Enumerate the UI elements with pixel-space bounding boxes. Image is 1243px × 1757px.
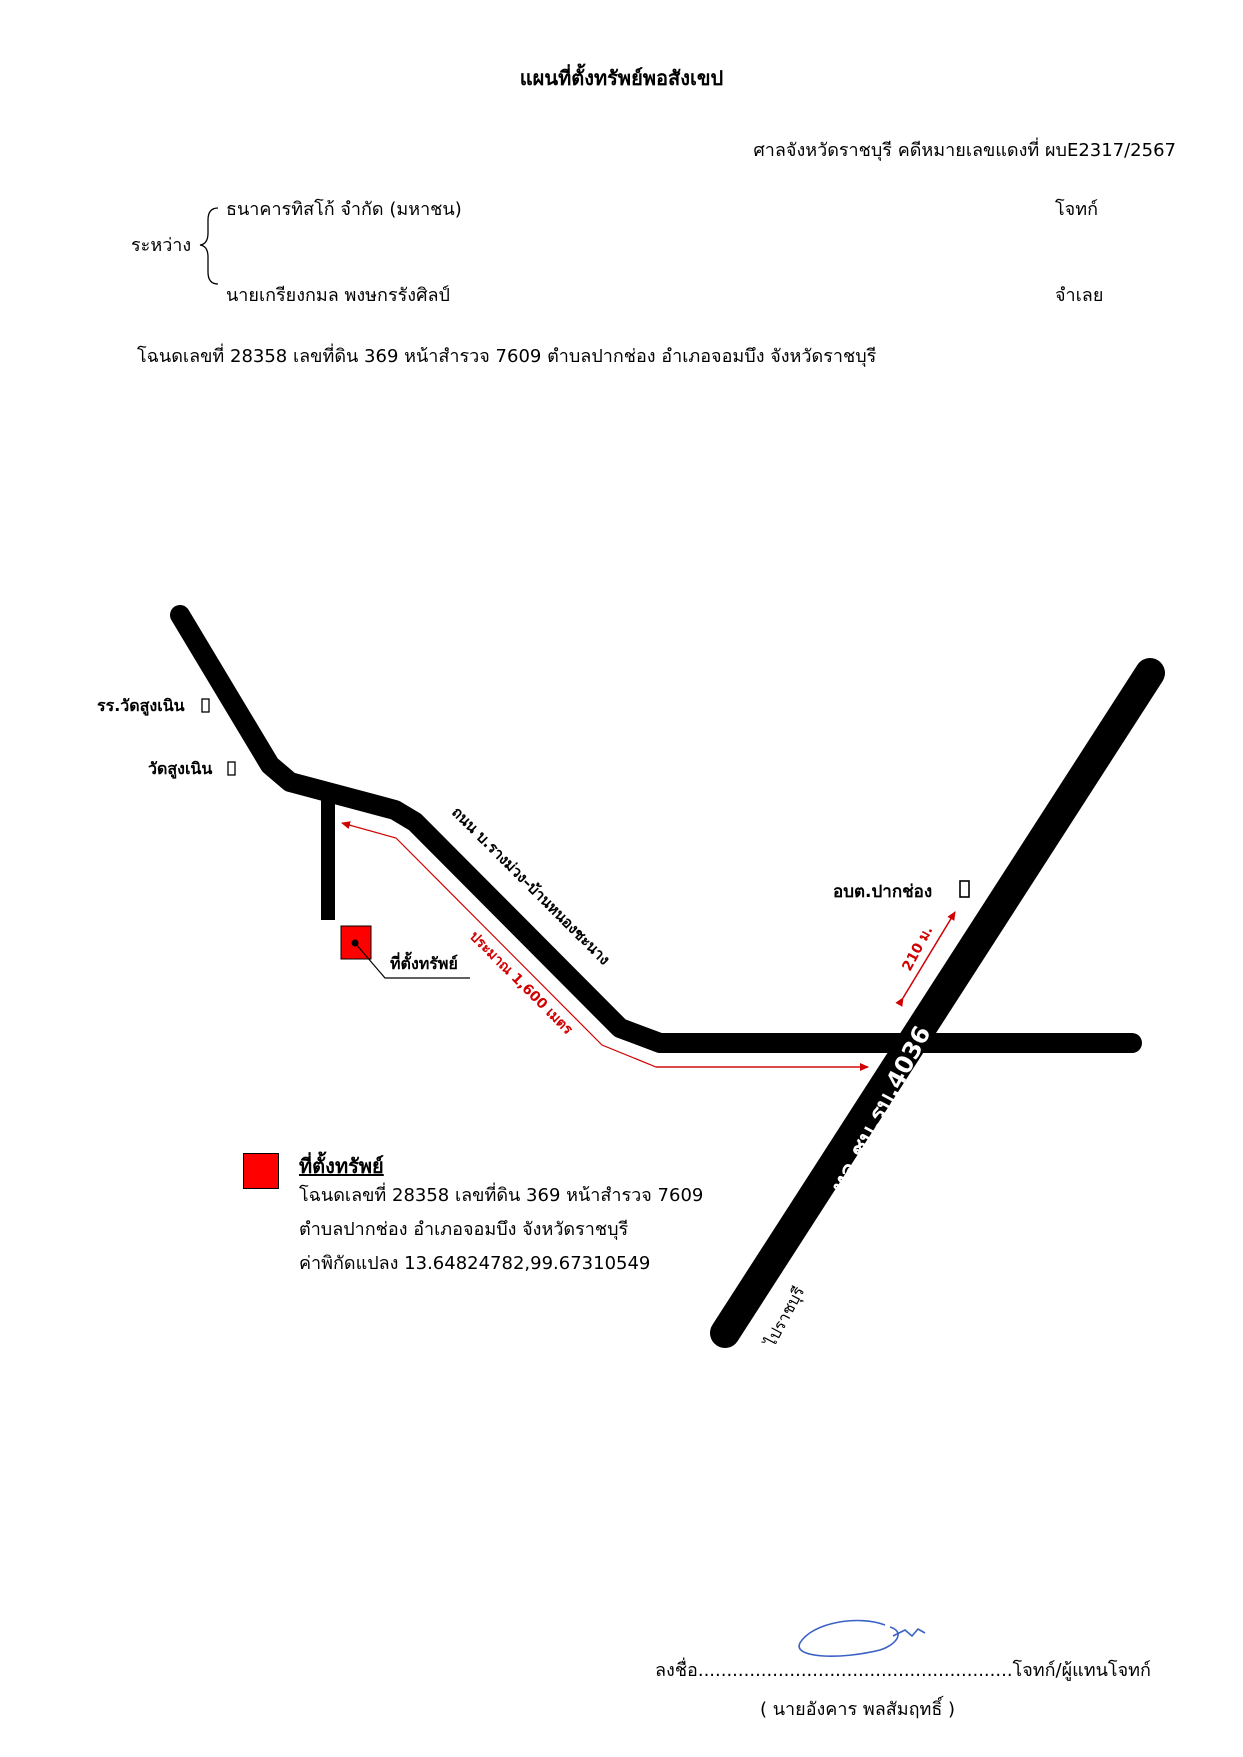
temple-label: วัดสูงเนิน	[148, 759, 212, 780]
distance-arrow-route	[341, 821, 868, 1068]
tao-label: อบต.ปากช่อง	[833, 882, 932, 902]
building-icon	[201, 698, 210, 713]
plaintiff-role: โจทก์	[1055, 199, 1098, 220]
building-icon	[959, 880, 970, 898]
party-brace	[199, 207, 219, 285]
signer-name: ( นายอังคาร พลสัมฤทธิ์ )	[760, 1699, 956, 1720]
short-distance-arrow	[895, 911, 956, 1007]
building-icon	[227, 761, 236, 776]
legend-marker	[243, 1153, 279, 1189]
property-leader-line	[354, 942, 470, 979]
deed-info: โฉนดเลขที่ 28358 เลขที่ดิน 369 หน้าสำรวจ…	[137, 346, 877, 367]
legend-coordinates-line: ค่าพิกัดแปลง 13.64824782,99.67310549	[299, 1253, 651, 1274]
defendant-role: จำเลย	[1055, 285, 1104, 306]
legend-deed-line: โฉนดเลขที่ 28358 เลขที่ดิน 369 หน้าสำรวจ…	[299, 1185, 704, 1206]
between-label: ระหว่าง	[131, 235, 192, 256]
page-title: แผนที่ตั้งทรัพย์พอสังเขป	[519, 66, 724, 90]
distance-label: ประมาณ 1,600 เมตร	[466, 929, 576, 1039]
defendant-name: นายเกรียงกมล พงษกรรังศิลป์	[226, 285, 450, 306]
signature-scribble	[798, 1619, 926, 1657]
local-road	[170, 605, 1142, 1053]
legend-title: ที่ตั้งทรัพย์	[299, 1154, 384, 1178]
school-label: รร.วัดสูงเนิน	[97, 696, 185, 717]
plaintiff-name: ธนาคารทิสโก้ จำกัด (มหาชน)	[226, 199, 462, 220]
court-case-number: ศาลจังหวัดราชบุรี คดีหมายเลขแดงที่ ผบE23…	[753, 140, 1176, 161]
signature-line: ลงชื่อ..................................…	[655, 1660, 1151, 1681]
property-label: ที่ตั้งทรัพย์	[390, 951, 458, 973]
highway-road	[710, 658, 1165, 1348]
legend-location-line: ตำบลปากช่อง อำเภอจอมบึง จังหวัดราชบุรี	[299, 1219, 629, 1240]
short-distance-label: 210 ม.	[899, 923, 936, 973]
